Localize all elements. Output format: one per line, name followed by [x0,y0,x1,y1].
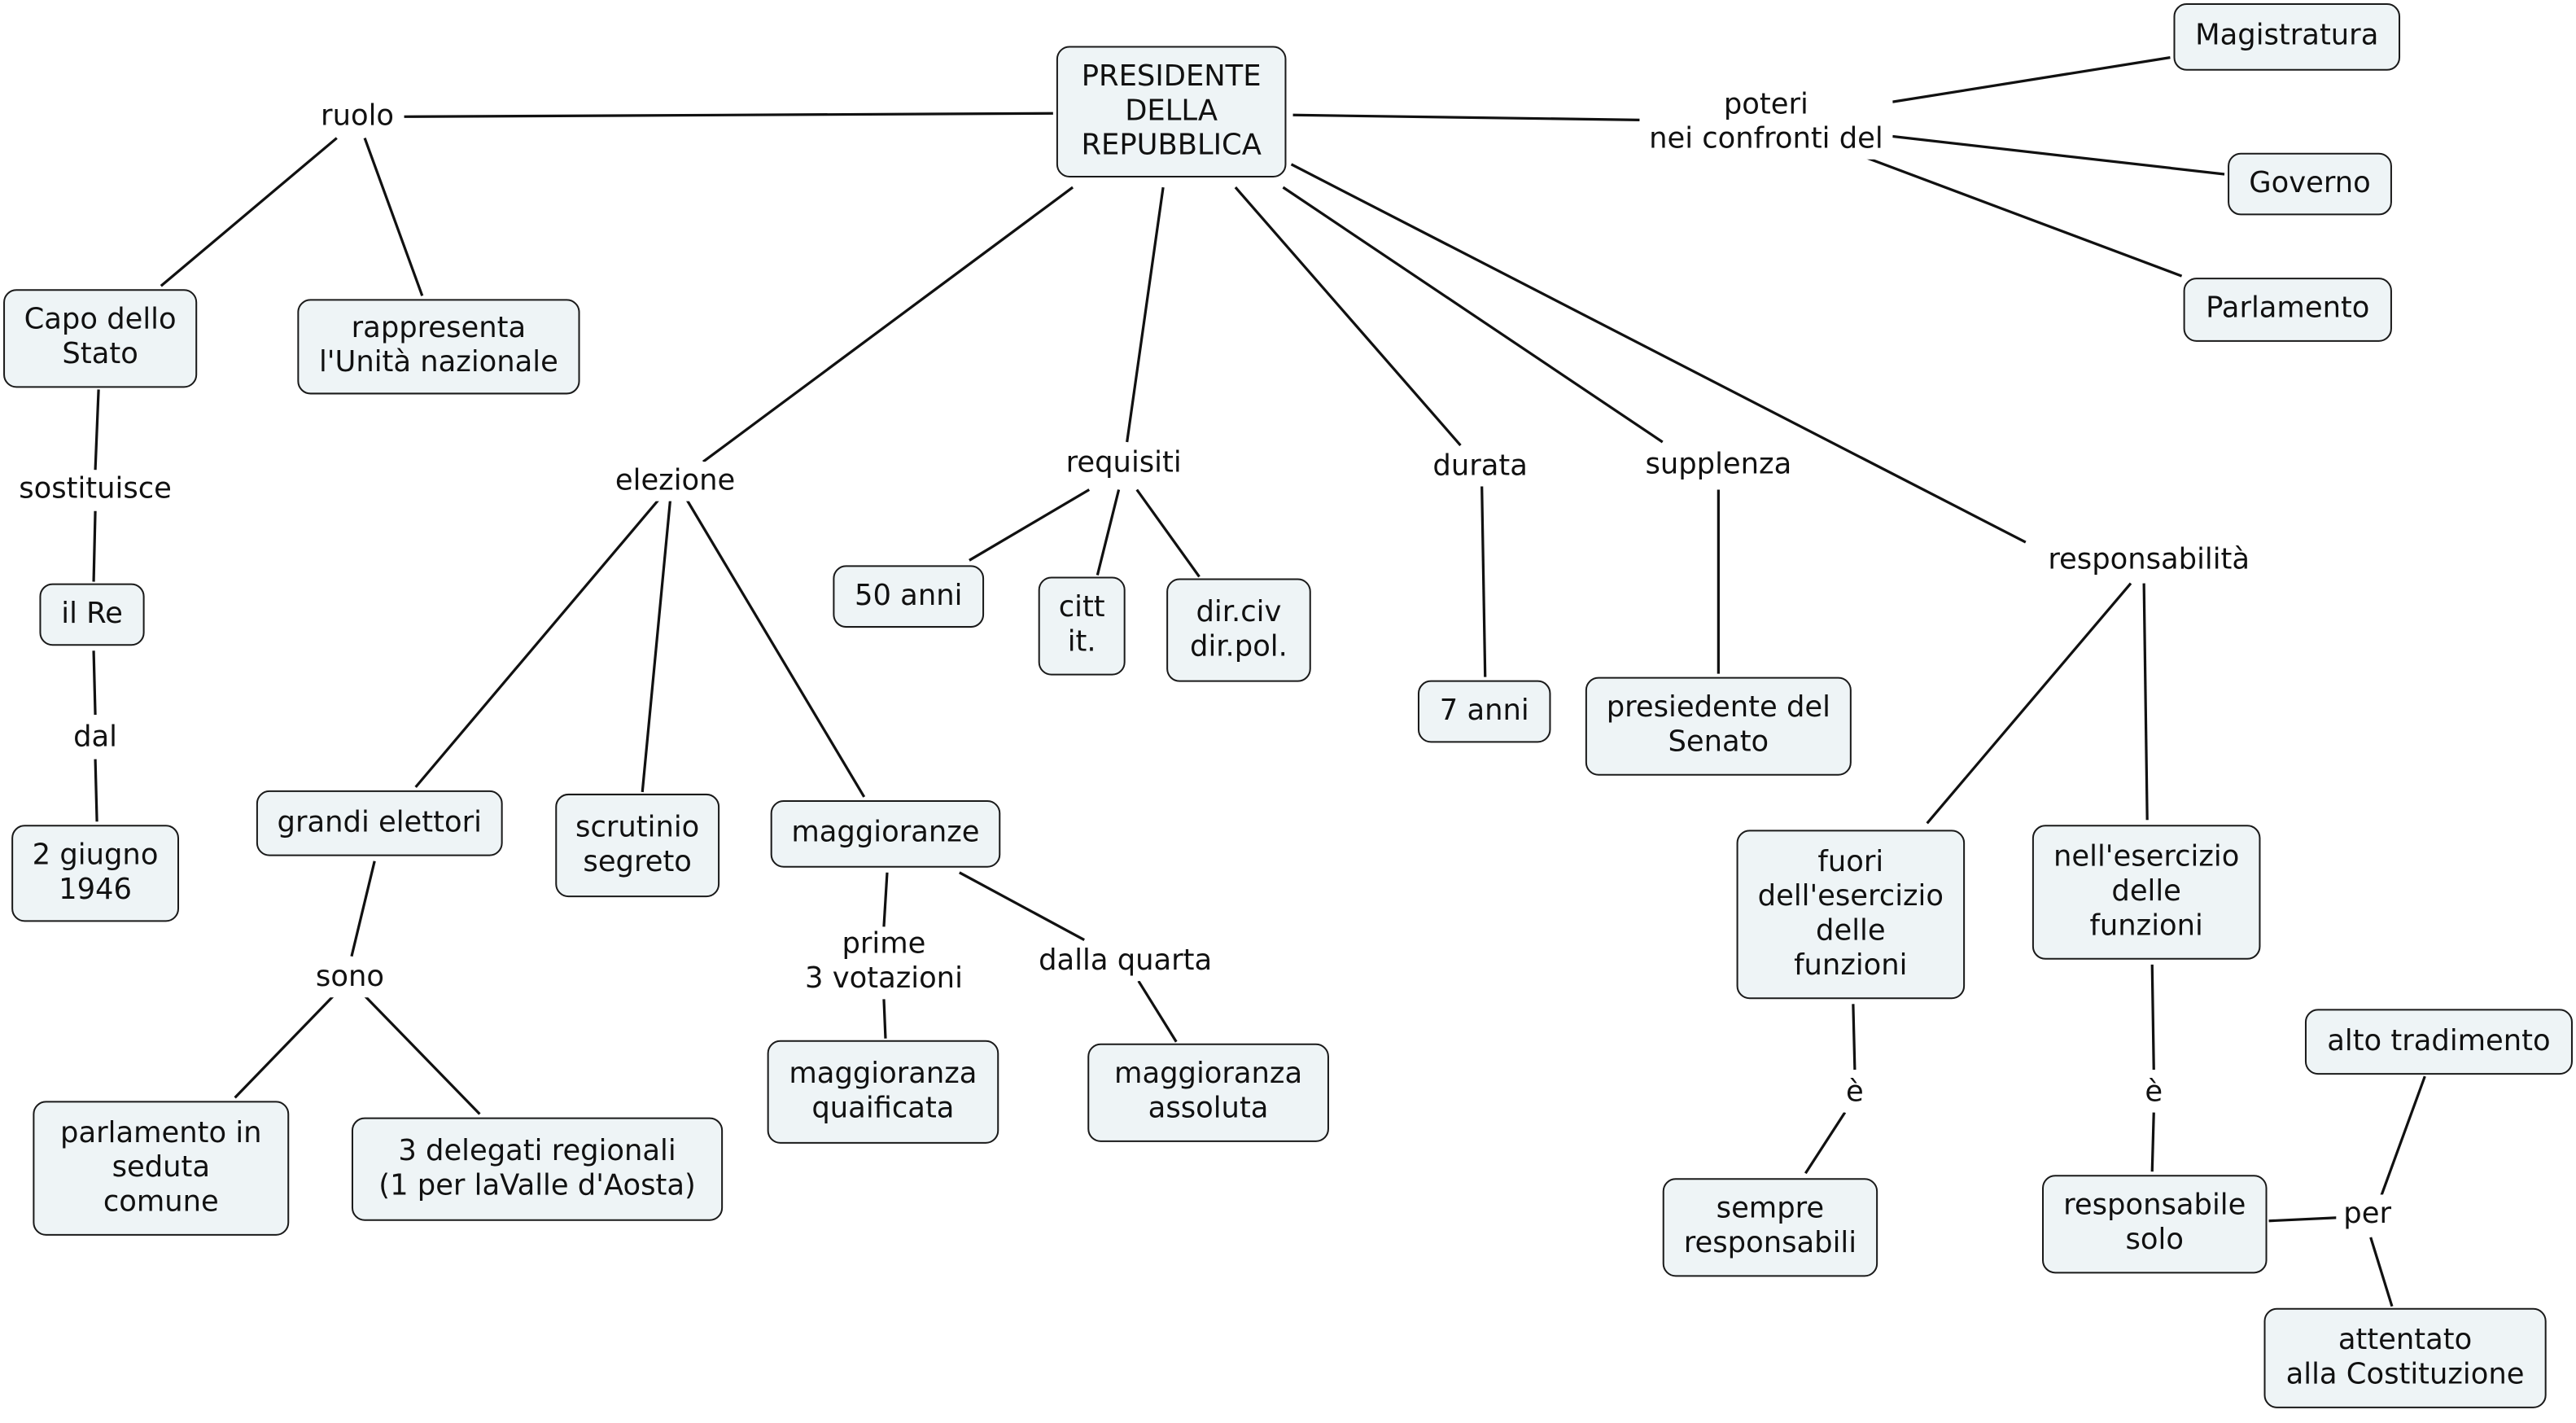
node-parlamento-seduta[interactable]: parlamento in seduta comune [33,1101,290,1236]
connector [1135,488,1201,578]
node-7-anni[interactable]: 7 anni [1417,680,1551,743]
node-presidente[interactable]: PRESIDENTE DELLA REPUBBLICA [1056,46,1287,177]
node-alto-tradimento[interactable]: alto tradimento [2304,1009,2573,1075]
connector [1290,163,2027,544]
connector [1292,113,1640,121]
label-dal: dal [67,718,124,758]
node-dir[interactable]: dir.civ dir.pol. [1166,578,1311,682]
connector [1137,980,1178,1043]
connector [414,498,660,788]
node-sempre-responsabili[interactable]: sempre responsabili [1662,1178,1878,1277]
connector [92,510,97,582]
connector [1865,156,2183,278]
node-1946[interactable]: 2 giugno 1946 [11,825,180,922]
connector [94,389,100,471]
node-magg-assoluta[interactable]: maggioranza assoluta [1087,1043,1329,1142]
label-e-left: è [1836,1073,1874,1113]
connector [160,137,338,287]
connector [641,499,672,793]
node-scrutinio[interactable]: scrutinio segreto [555,793,720,898]
label-responsabilita: responsabilità [2033,539,2264,582]
connector [1126,186,1165,443]
connector [882,999,887,1039]
connector [363,138,424,296]
node-attentato[interactable]: attentato alla Costituzione [2263,1307,2547,1408]
connector [363,995,481,1115]
label-per: per [2336,1194,2399,1234]
label-sono: sono [305,957,395,998]
connector [2369,1237,2394,1307]
connector [92,650,97,716]
label-sostituisce: sostituisce [8,470,183,510]
node-nell-esercizio[interactable]: nell'esercizio delle funzioni [2031,825,2261,960]
connector [1234,186,1462,447]
connector [1282,186,1664,444]
node-magistratura[interactable]: Magistratura [2173,3,2401,71]
connector [882,872,889,927]
node-capo-stato[interactable]: Capo dello Stato [3,289,198,388]
connector [2150,964,2155,1071]
node-governo[interactable]: Governo [2228,152,2392,216]
connector [234,995,335,1099]
node-magg-qualificata[interactable]: maggioranza quaificata [767,1040,999,1144]
node-grandi-elettori[interactable]: grandi elettori [256,790,503,856]
label-poteri: poteri nei confronti del [1639,86,1893,160]
connector [969,488,1091,562]
label-durata: durata [1419,447,1542,487]
node-50-anni[interactable]: 50 anni [833,565,985,628]
connector [1892,134,2225,176]
connector [1096,489,1121,576]
connector [959,871,1085,942]
connector [2150,1112,2155,1172]
node-maggioranze[interactable]: maggioranze [770,800,1001,868]
connector [350,860,376,957]
node-fuori-esercizio[interactable]: fuori dell'esercizio delle funzioni [1736,830,1966,1000]
connector [94,759,98,822]
label-requisiti: requisiti [1054,443,1193,484]
connector [402,112,1053,118]
label-elezione: elezione [604,462,746,501]
label-e-right: è [2136,1073,2172,1113]
connector [2268,1216,2338,1223]
connector [702,186,1074,463]
node-parlamento[interactable]: Parlamento [2183,278,2392,342]
connector [1852,1004,1857,1071]
connector [1804,1111,1847,1175]
node-responsabile-solo[interactable]: responsabile solo [2041,1175,2268,1274]
node-delegati[interactable]: 3 delegati regionali (1 per laValle d'Ao… [351,1117,724,1221]
connector [1926,582,2132,825]
label-dalla-quarta: dalla quarta [1021,941,1229,982]
connector [1480,486,1487,677]
node-citt[interactable]: citt it. [1038,576,1126,676]
label-supplenza: supplenza [1633,443,1804,487]
label-ruolo: ruolo [310,97,405,137]
connector [685,498,866,798]
label-prime-votazioni: prime 3 votazioni [791,926,976,1000]
node-senato[interactable]: presiedente del Senato [1585,676,1852,776]
connector [1892,56,2171,103]
connector [2379,1075,2426,1199]
connector [2142,583,2149,821]
node-il-re[interactable]: il Re [39,583,145,646]
node-rappresenta[interactable]: rappresenta l'Unità nazionale [297,299,580,395]
